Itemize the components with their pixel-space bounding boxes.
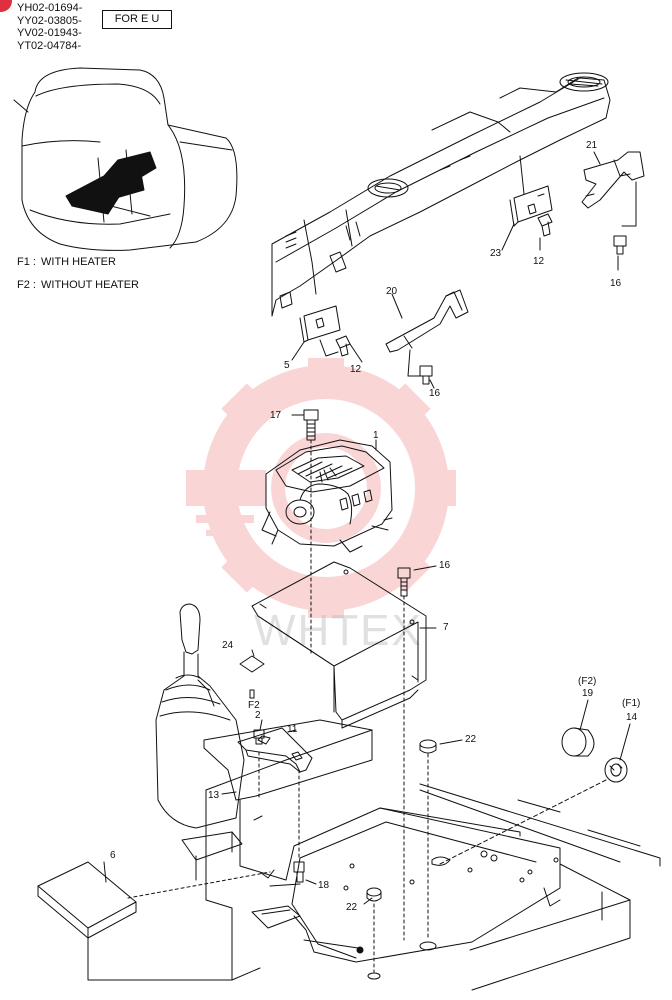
bracket-5: [299, 305, 341, 357]
callout-numbers: 1 2 5 6 7 11 12 12 13 14 16 16 16 17 18 …: [110, 140, 640, 913]
callout-20: 20: [386, 286, 398, 297]
bolt-18: [293, 861, 305, 883]
legend-item-f1: F1 : WITH HEATER: [17, 256, 116, 268]
model-code: YY02-03805-: [17, 14, 82, 27]
cushion-pad-6: [37, 861, 137, 939]
callout-f1-label: (F1): [622, 698, 640, 709]
callout-16-right: 16: [610, 278, 622, 289]
callout-1: 1: [373, 430, 379, 441]
callout-23: 23: [490, 248, 502, 259]
watermark-gear: [186, 358, 456, 618]
callout-2: 2: [255, 710, 261, 721]
watermark-text: WHTEX: [254, 606, 423, 655]
bracket-11: [237, 727, 313, 773]
grommet-14: [604, 757, 628, 783]
bracket-23: [509, 185, 553, 227]
nut-2: [253, 729, 265, 745]
cab-location-thumbnail: [13, 67, 238, 251]
floor-base-frame: [181, 719, 661, 991]
label-sticker-24: [239, 655, 265, 673]
region-tag: FOR E U: [102, 10, 172, 29]
callout-14: 14: [626, 712, 638, 723]
legend-code: F2 :: [17, 279, 36, 291]
callout-6: 6: [110, 850, 116, 861]
model-code: YH02-01694-: [17, 2, 83, 14]
legend-code: F1 :: [17, 256, 36, 268]
callout-24: 24: [222, 640, 234, 651]
joystick-console-13: [155, 603, 245, 829]
model-code: YV02-01943-: [17, 27, 82, 39]
callout-11: 11: [287, 724, 298, 735]
callout-17: 17: [270, 410, 282, 421]
callout-22-upper: 22: [465, 734, 477, 745]
bracket-21: [581, 151, 645, 209]
bolt-12-right: [537, 213, 553, 237]
model-code: YT02-04784-: [17, 39, 82, 52]
bolt-16-mid: [419, 365, 433, 385]
callout-18: 18: [318, 880, 330, 891]
bracket-20: [385, 289, 469, 377]
upper-frame-duct: [271, 72, 611, 317]
legend-item-f2: F2 : WITHOUT HEATER: [17, 279, 139, 291]
bolt-16-right: [613, 235, 627, 255]
cap-19: [561, 727, 595, 757]
callout-21: 21: [586, 140, 598, 151]
legend-text: WITH HEATER: [41, 256, 116, 268]
plug-22-lower: [366, 887, 382, 902]
callout-12-right: 12: [533, 256, 545, 267]
bolt-12-left: [335, 335, 351, 357]
legend-text: WITHOUT HEATER: [41, 279, 139, 291]
callout-f2-label: (F2): [578, 676, 596, 687]
callout-7: 7: [443, 622, 449, 633]
callout-f2-pin: F2: [248, 700, 260, 711]
callout-12-left: 12: [350, 364, 362, 375]
callout-13: 13: [208, 790, 220, 801]
plug-22-upper: [419, 739, 437, 754]
callout-16-center: 16: [439, 560, 451, 571]
callout-22-lower: 22: [346, 902, 358, 913]
callout-19: 19: [582, 688, 594, 699]
callout-5: 5: [284, 360, 290, 371]
heater-unit-1: [261, 439, 393, 553]
model-code-list: YH02-01694- YY02-03805- YV02-01943- YT02…: [17, 2, 82, 52]
hole-outline: [419, 941, 437, 951]
mounting-plate-7: [251, 561, 427, 729]
small-pin-f2: [249, 689, 255, 699]
callout-leader-lines: [87, 151, 631, 981]
callout-16-mid: 16: [429, 388, 441, 399]
